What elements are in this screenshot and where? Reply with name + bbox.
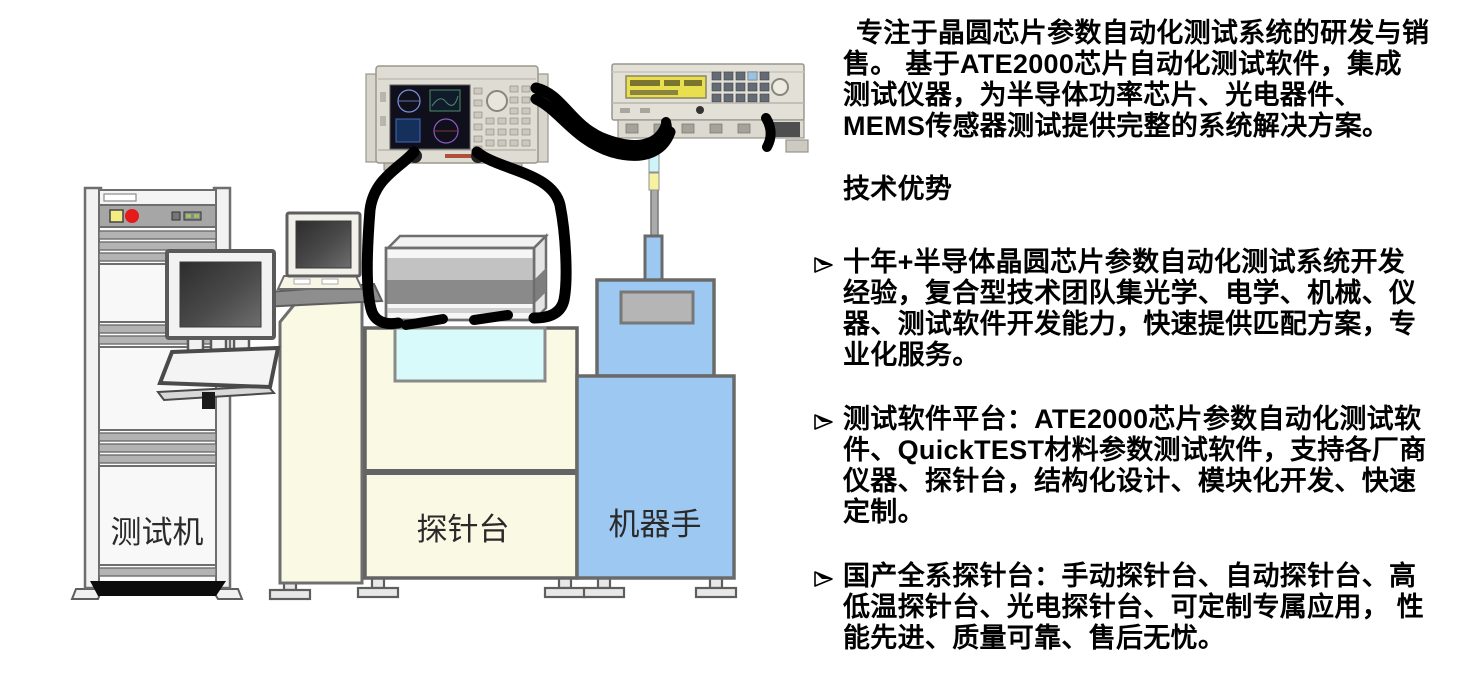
intro-line: MEMS传感器测试提供完整的系统解决方案。 <box>843 111 1390 141</box>
arrow-bullet-icon <box>813 247 843 282</box>
bullet-item: 十年+半导体晶圆芯片参数自动化测试系统开发 经验，复合型技术团队集光学、电学、机… <box>813 247 1462 371</box>
network-analyzer <box>365 65 549 171</box>
bullet-item: 国产全系探针台：手动探针台、自动探针台、高 低温探针台、光电探针台、可定制专属应… <box>813 561 1462 654</box>
bullet-text: 测试软件平台：ATE2000芯片参数自动化测试软 件、QuickTEST材料参数… <box>843 404 1427 527</box>
smu-knob <box>771 78 789 96</box>
pc-screen <box>295 220 352 269</box>
intro-line: 售。 基于ATE2000芯片自动化测试软件，集成 <box>843 49 1402 79</box>
probe-station: 探针台 <box>356 326 587 599</box>
section-title: 技术优势 <box>843 174 953 204</box>
rack-base <box>90 581 226 596</box>
probe-dashed-lead-2 <box>469 310 513 325</box>
tester-label: 测试机 <box>111 515 204 550</box>
bullet-list: 十年+半导体晶圆芯片参数自动化测试系统开发 经验，复合型技术团队集光学、电学、机… <box>813 247 1462 654</box>
test-system-diagram: 测试机 探针台 <box>70 63 809 601</box>
bullet-text: 十年+半导体晶圆芯片参数自动化测试系统开发 经验，复合型技术团队集光学、电学、机… <box>843 247 1417 370</box>
cable-port1-to-prober <box>361 146 420 330</box>
arrow-bullet-icon <box>813 561 843 596</box>
smu-instrument <box>611 63 809 153</box>
intro-paragraph: 专注于晶圆芯片参数自动化测试系统的研发与销 售。 基于ATE2000芯片自动化测… <box>843 18 1462 142</box>
cable-analyzer-to-smu-1 <box>530 82 672 151</box>
analyzer-knob <box>486 90 508 112</box>
signal-light-yellow <box>648 172 660 191</box>
cable-port2-to-prober <box>471 146 572 324</box>
bullet-text: 国产全系探针台：手动探针台、自动探针台、高 低温探针台、光电探针台、可定制专属应… <box>843 561 1425 653</box>
prober-label: 探针台 <box>417 512 510 547</box>
arrow-bullet-icon <box>813 404 843 439</box>
brand-logo <box>445 154 471 158</box>
text-column: 专注于晶圆芯片参数自动化测试系统的研发与销 售。 基于ATE2000芯片自动化测… <box>813 0 1462 654</box>
cable-smu-right-drop <box>761 113 776 152</box>
robot-loader: 机器手 <box>575 132 738 599</box>
control-pc <box>258 211 384 309</box>
instrument-cabinet <box>268 298 364 601</box>
probe-dashed-lead-1 <box>401 314 448 330</box>
robot-screen <box>619 290 695 325</box>
robot-label: 机器手 <box>609 507 702 542</box>
power-button-yellow <box>109 209 124 223</box>
keyboard-tray <box>157 345 281 390</box>
probe-head <box>384 232 550 324</box>
cable-smu-to-tower <box>651 117 672 155</box>
intro-line: 测试仪器，为半导体功率芯片、光电器件、 <box>843 80 1362 110</box>
intro-line: 专注于晶圆芯片参数自动化测试系统的研发与销 <box>856 18 1430 48</box>
wafer-window <box>393 326 547 383</box>
bullet-item: 测试软件平台：ATE2000芯片参数自动化测试软 件、QuickTEST材料参数… <box>813 404 1462 528</box>
pc-keyboard <box>276 275 364 290</box>
workstation <box>156 249 281 409</box>
cables <box>361 82 776 330</box>
workstation-screen <box>179 261 262 328</box>
power-button-red <box>125 209 139 223</box>
